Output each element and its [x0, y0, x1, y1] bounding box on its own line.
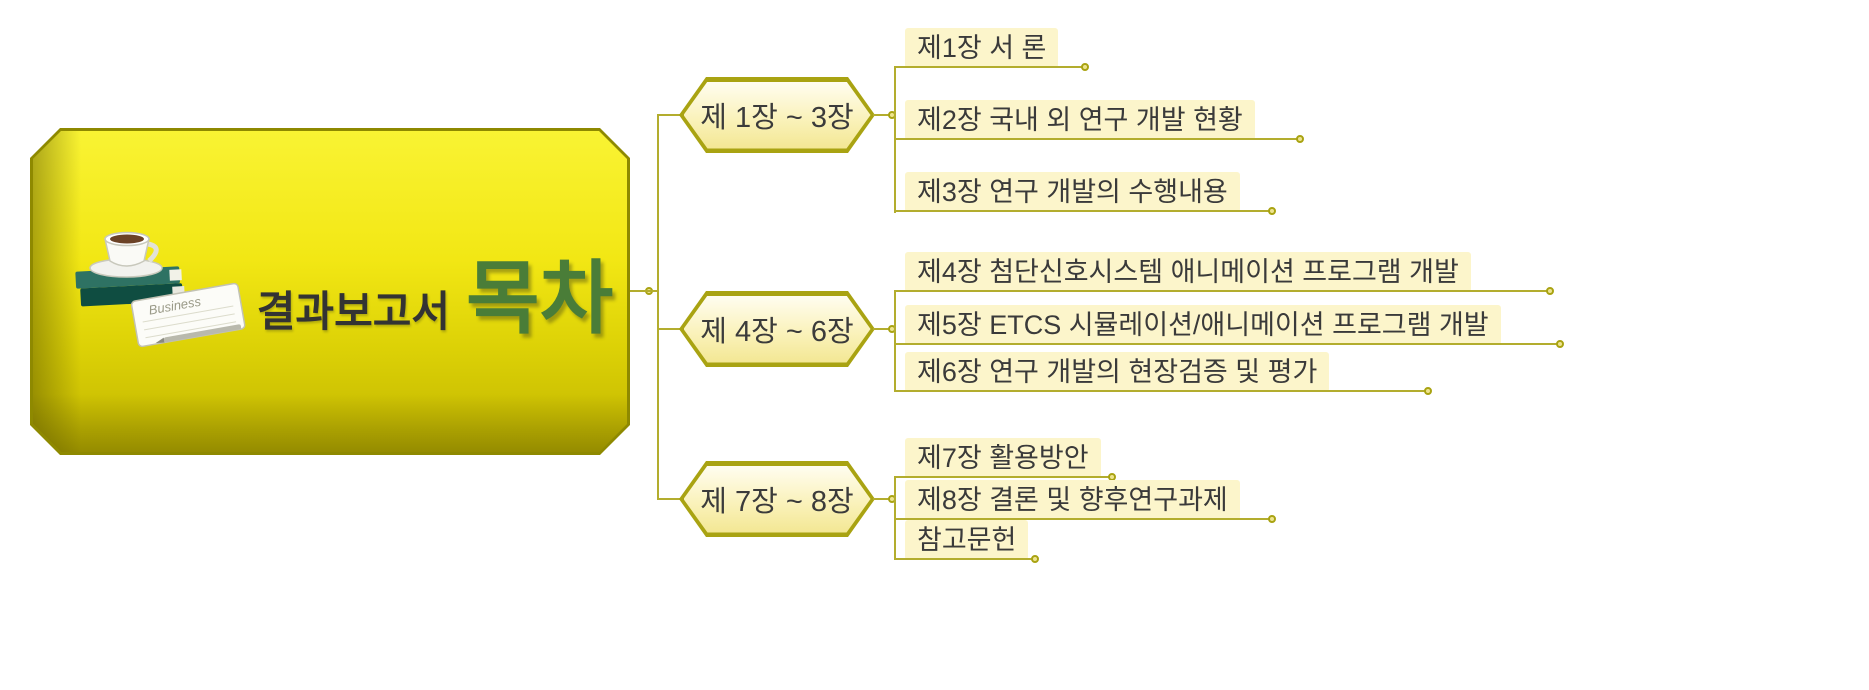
report-subtitle: 결과보고서	[256, 287, 450, 335]
connector-line	[657, 114, 680, 116]
hexagon-fill	[684, 296, 871, 363]
hexagon-fill	[684, 82, 871, 149]
connector-dot	[1268, 207, 1276, 215]
toc-item: 제5장 ETCS 시뮬레이션/애니메이션 프로그램 개발	[905, 305, 1501, 345]
toc-item: 참고문헌	[905, 520, 1029, 560]
group-node-ch7-8: 제 7장 ~ 8장	[679, 461, 875, 537]
toc-item: 제3장 연구 개발의 수행내용	[905, 172, 1240, 212]
group-label: 제 4장 ~ 6장	[700, 316, 854, 348]
item-underline	[894, 66, 1085, 68]
connector-dot	[1556, 340, 1564, 348]
group-label: 제 1장 ~ 3장	[700, 102, 854, 134]
group-node-ch1-3: 제 1장 ~ 3장	[679, 77, 875, 153]
connector-line	[894, 290, 896, 392]
item-underline	[894, 290, 1550, 292]
connector-dot	[1031, 555, 1039, 563]
item-underline	[894, 138, 1300, 140]
group-node-ch4-6: 제 4장 ~ 6장	[679, 291, 875, 367]
connector-dot	[1268, 515, 1276, 523]
toc-item: 제4장 첨단신호시스템 애니메이션 프로그램 개발	[905, 252, 1471, 292]
connector-dot	[1546, 287, 1554, 295]
toc-item: 제7장 활용방안	[905, 438, 1101, 478]
connector-line	[873, 114, 895, 116]
connector-line	[657, 114, 659, 500]
hexagon-fill	[684, 466, 871, 533]
books-coffee-icon: Business	[75, 231, 246, 348]
connector-line	[873, 328, 895, 330]
item-underline	[894, 518, 1272, 520]
connector-line	[630, 290, 658, 292]
connector-dot	[1424, 387, 1432, 395]
item-underline	[894, 558, 1035, 560]
toc-item: 제2장 국내 외 연구 개발 현황	[905, 100, 1255, 140]
connector-line	[657, 328, 680, 330]
connector-dot	[1081, 63, 1089, 71]
item-underline	[894, 343, 1560, 345]
connector-line	[873, 498, 895, 500]
toc-item: 제6장 연구 개발의 현장검증 및 평가	[905, 352, 1330, 392]
item-underline	[894, 390, 1428, 392]
connector-line	[657, 498, 680, 500]
root-node: Business 결과보고서 목차	[30, 128, 630, 455]
item-underline	[894, 476, 1112, 478]
toc-title: 목차	[466, 253, 614, 343]
connector-dot	[1296, 135, 1304, 143]
group-label: 제 7장 ~ 8장	[700, 486, 854, 518]
toc-item: 제8장 결론 및 향후연구과제	[905, 480, 1240, 520]
toc-item: 제1장 서 론	[905, 28, 1059, 68]
root-title-block: 결과보고서 목차	[225, 128, 645, 455]
item-underline	[894, 210, 1272, 212]
